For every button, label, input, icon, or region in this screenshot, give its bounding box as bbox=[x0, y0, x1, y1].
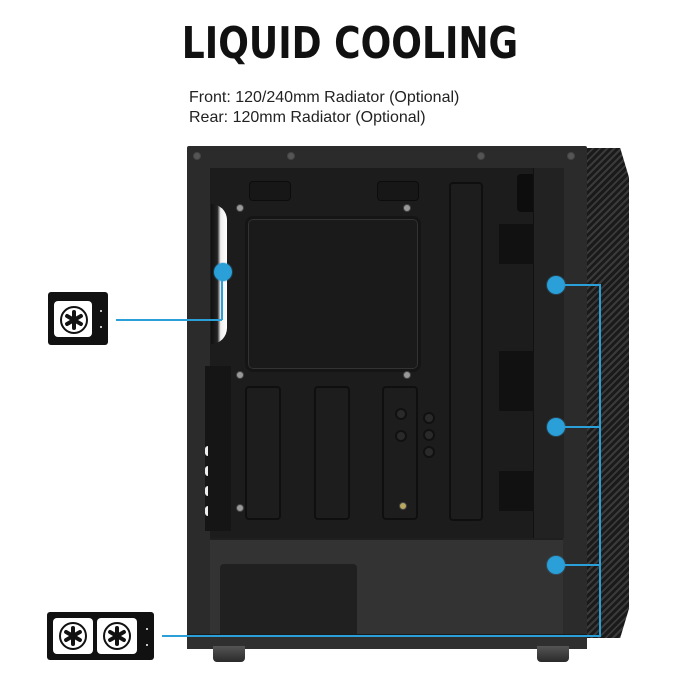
standoff bbox=[423, 446, 435, 458]
front-callout-line bbox=[599, 284, 601, 637]
rear-radiator-marker bbox=[214, 263, 232, 281]
filter-pad bbox=[499, 224, 537, 264]
standoff bbox=[395, 408, 407, 420]
top-cable-cutout bbox=[377, 181, 419, 201]
pci-slot-covers bbox=[205, 366, 231, 531]
bottom-rail bbox=[187, 634, 587, 649]
front-callout-line bbox=[162, 635, 601, 637]
front-radiator-marker bbox=[547, 418, 565, 436]
case-foot bbox=[213, 646, 245, 662]
screw bbox=[399, 502, 407, 510]
cpu-cutout bbox=[245, 216, 421, 372]
rear-callout-line bbox=[116, 319, 222, 321]
screw bbox=[236, 204, 244, 212]
filter-pad bbox=[499, 471, 537, 511]
screw bbox=[403, 204, 411, 212]
psu-cutout bbox=[220, 564, 357, 644]
top-cable-cutout bbox=[249, 181, 291, 201]
cable-slot bbox=[245, 386, 281, 520]
screw bbox=[236, 371, 244, 379]
cable-slot bbox=[382, 386, 418, 520]
screw bbox=[403, 371, 411, 379]
led-strip bbox=[205, 486, 214, 496]
rear-radiator-spec: Rear: 120mm Radiator (Optional) bbox=[189, 109, 426, 126]
cable-slot bbox=[314, 386, 350, 520]
standoff bbox=[423, 412, 435, 424]
single-fan-radiator-icon bbox=[48, 292, 108, 345]
front-radiator-spec: Front: 120/240mm Radiator (Optional) bbox=[189, 89, 460, 106]
front-radiator-marker bbox=[547, 276, 565, 294]
screw bbox=[193, 152, 201, 160]
screw bbox=[236, 504, 244, 512]
led-strip bbox=[205, 506, 214, 516]
screw bbox=[567, 152, 575, 160]
front-frame-rail bbox=[533, 168, 564, 538]
rear-callout-line bbox=[221, 272, 223, 320]
front-callout-line bbox=[562, 284, 600, 286]
pc-case-illustration bbox=[187, 146, 629, 662]
front-callout-line bbox=[562, 564, 600, 566]
case-foot bbox=[537, 646, 569, 662]
led-strip bbox=[205, 446, 214, 456]
led-strip bbox=[205, 466, 214, 476]
page-title: LIQUID COOLING bbox=[181, 18, 519, 69]
standoff bbox=[395, 430, 407, 442]
front-callout-line bbox=[562, 426, 600, 428]
filter-pad bbox=[499, 351, 537, 411]
dual-fan-radiator-icon bbox=[47, 612, 154, 660]
standoff bbox=[423, 429, 435, 441]
screw bbox=[477, 152, 485, 160]
carbon-fiber-front-panel bbox=[585, 148, 629, 638]
front-radiator-marker bbox=[547, 556, 565, 574]
screw bbox=[287, 152, 295, 160]
drive-bay-slot bbox=[449, 182, 483, 521]
